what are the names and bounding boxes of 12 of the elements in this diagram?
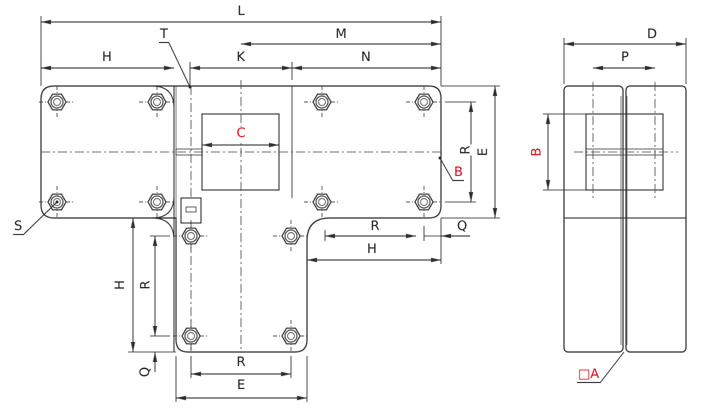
dimension-label: R — [459, 144, 474, 156]
leader-line — [438, 156, 454, 182]
callout-letter: □A — [577, 368, 600, 383]
dimension-label: Q — [139, 366, 154, 378]
callout-letter: T — [159, 28, 169, 43]
leader-line — [22, 200, 58, 236]
callout-letter: B — [453, 166, 464, 181]
dimension-label: C — [236, 127, 247, 141]
leader-line — [168, 42, 192, 88]
callout-letter: S — [13, 220, 24, 235]
dimension-label: Q — [456, 220, 468, 234]
leader-line — [600, 352, 624, 384]
